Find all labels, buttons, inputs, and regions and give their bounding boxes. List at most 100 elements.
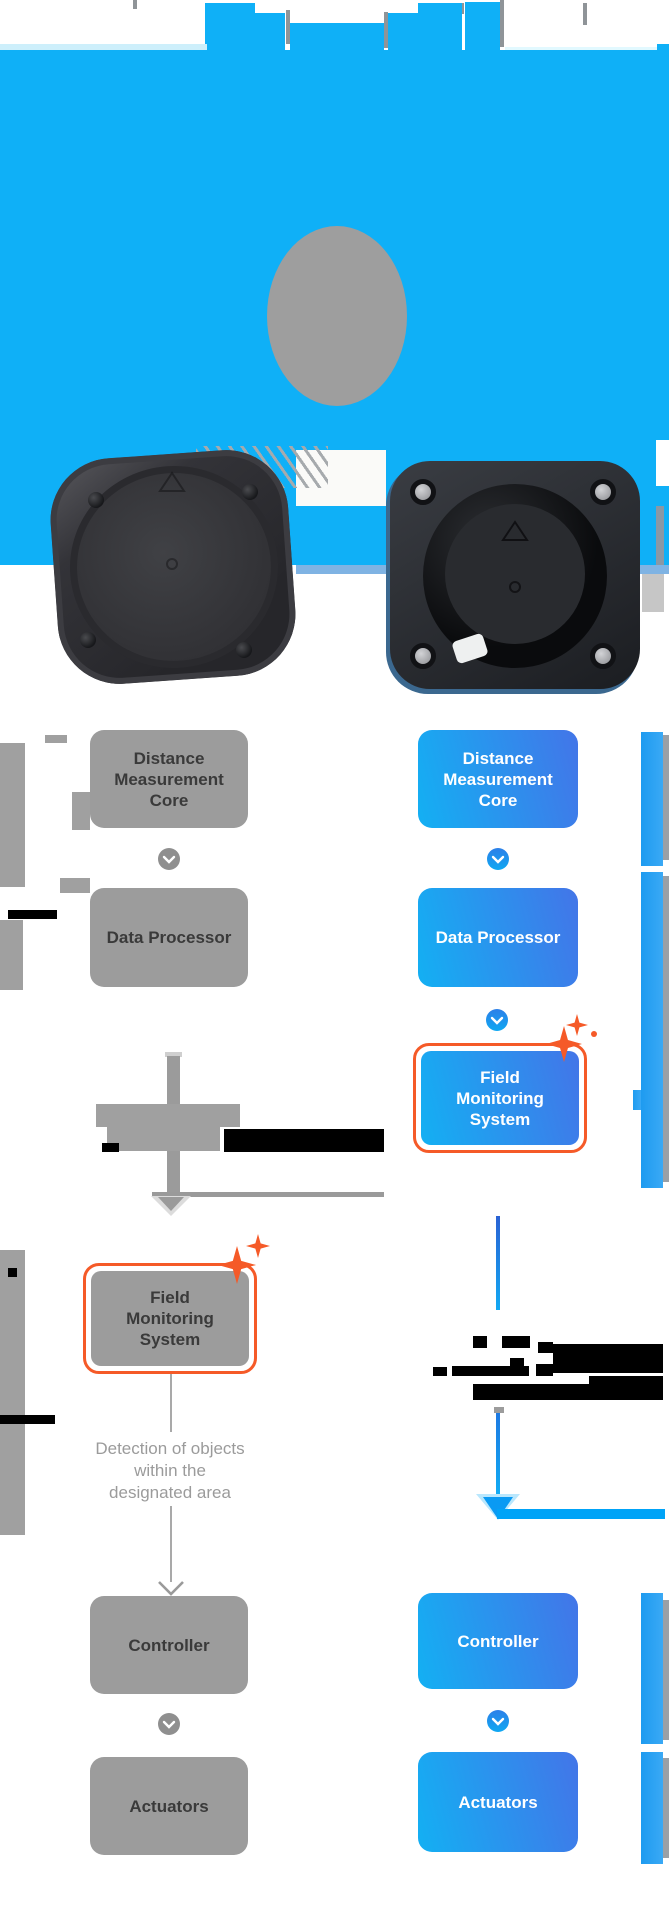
- flow-box-label: Data Processor: [106, 928, 232, 947]
- redacted-block: [107, 1127, 220, 1151]
- connector-line: [496, 1413, 500, 1505]
- redacted-block: [536, 1364, 553, 1376]
- redacted-block: [255, 13, 285, 50]
- flow-box-label: Distance Measurement Core: [114, 748, 224, 810]
- redacted-block: [502, 1336, 530, 1348]
- flow-box-data-processor-left: Data Processor: [90, 888, 248, 987]
- flow-note-line: designated area: [109, 1483, 231, 1502]
- flow-note: Detection of objects within the designat…: [70, 1438, 270, 1504]
- redacted-block: [641, 872, 663, 1188]
- triangle-marking-icon: [501, 520, 529, 541]
- redacted-block: [510, 1358, 524, 1367]
- flow-box-data-processor-right: Data Processor: [418, 888, 578, 987]
- screw-icon: [410, 479, 436, 505]
- redacted-block: [657, 44, 669, 50]
- redacted-block: [0, 743, 25, 887]
- flow-box-field-monitoring-right: Field Monitoring System: [421, 1051, 579, 1145]
- redacted-block: [133, 0, 137, 9]
- redacted-block: [45, 735, 67, 743]
- redacted-block: [418, 3, 462, 50]
- redacted-block: [465, 2, 500, 50]
- redacted-block: [473, 1336, 487, 1348]
- screw-icon: [590, 643, 616, 669]
- arrow-down-icon: [158, 1197, 184, 1211]
- flow-box-label: Controller: [457, 1631, 539, 1651]
- redacted-block: [589, 1376, 663, 1400]
- redacted-block: [642, 574, 664, 612]
- redacted-block: [384, 12, 388, 48]
- sparkles-icon: [566, 1014, 588, 1036]
- product-face: [445, 504, 585, 644]
- redacted-block: [0, 1250, 25, 1535]
- flow-box-label: Controller: [128, 1635, 210, 1655]
- flow-box-label: Field Monitoring System: [126, 1288, 214, 1349]
- flow-box-label: Actuators: [129, 1796, 209, 1816]
- flow-note-line: Detection of objects: [95, 1439, 245, 1458]
- flow-box-field-monitoring-left: Field Monitoring System: [91, 1271, 249, 1366]
- redacted-block: [641, 732, 663, 866]
- chevron-down-icon: [486, 1009, 508, 1031]
- redacted-block: [500, 0, 504, 47]
- sparkles-icon: [246, 1234, 270, 1258]
- redacted-block: [662, 735, 669, 860]
- screw-icon: [236, 642, 252, 658]
- flow-box-controller-left: Controller: [90, 1596, 248, 1694]
- redacted-block: [656, 506, 664, 566]
- flow-box-actuators-left: Actuators: [90, 1757, 248, 1855]
- flow-box-distance-core-left: Distance Measurement Core: [90, 730, 248, 828]
- flow-box-label: Data Processor: [435, 928, 561, 947]
- redacted-block: [433, 1367, 447, 1376]
- flow-box-controller-right: Controller: [418, 1593, 578, 1689]
- redacted-block: [290, 23, 384, 50]
- redacted-block: [8, 910, 57, 919]
- chevron-down-icon: [487, 848, 509, 870]
- screw-icon: [80, 632, 96, 648]
- connector-line: [496, 1216, 500, 1310]
- redacted-logo-circle: [267, 226, 407, 406]
- connector-line: [170, 1506, 172, 1582]
- connector-line: [497, 1509, 665, 1519]
- redacted-block: [0, 44, 207, 50]
- flow-box-label: Distance Measurement Core: [443, 748, 553, 810]
- redacted-block: [662, 1600, 669, 1740]
- redacted-block: [60, 878, 90, 893]
- flow-box-distance-core-right: Distance Measurement Core: [418, 730, 578, 828]
- screw-icon: [88, 492, 104, 508]
- redacted-block: [553, 1344, 663, 1373]
- flow-box-actuators-right: Actuators: [418, 1752, 578, 1852]
- redacted-block: [538, 1342, 553, 1353]
- flow-box-label: Actuators: [458, 1792, 538, 1812]
- redacted-block: [662, 876, 669, 1182]
- screw-icon: [590, 479, 616, 505]
- redacted-block: [205, 3, 255, 50]
- lidar-product-photo-right: [386, 461, 640, 694]
- redacted-block: [96, 1104, 240, 1127]
- connector-line: [170, 1374, 172, 1432]
- redacted-block: [152, 1192, 384, 1197]
- redacted-block: [72, 792, 90, 830]
- center-marking-icon: [509, 581, 521, 593]
- redacted-block: [662, 1758, 669, 1858]
- redacted-block: [165, 1052, 182, 1057]
- triangle-marking-icon: [158, 471, 186, 492]
- redacted-block: [286, 10, 290, 44]
- redacted-block: [583, 3, 587, 25]
- chevron-down-icon: [487, 1710, 509, 1732]
- redacted-block: [460, 3, 464, 14]
- redacted-block: [494, 1407, 504, 1413]
- screw-icon: [242, 484, 258, 500]
- redacted-block: [0, 920, 23, 990]
- redacted-block: [641, 1593, 663, 1744]
- redacted-block: [656, 440, 669, 486]
- arrow-head-icon: [158, 1581, 184, 1596]
- chevron-down-icon: [158, 848, 180, 870]
- screw-icon: [410, 643, 436, 669]
- redacted-block: [8, 1268, 17, 1277]
- redacted-block: [633, 1090, 641, 1110]
- flow-note-line: within the: [134, 1461, 206, 1480]
- redacted-block: [388, 13, 418, 50]
- chevron-down-icon: [158, 1713, 180, 1735]
- redacted-block: [224, 1129, 384, 1152]
- redacted-block: [0, 1415, 55, 1424]
